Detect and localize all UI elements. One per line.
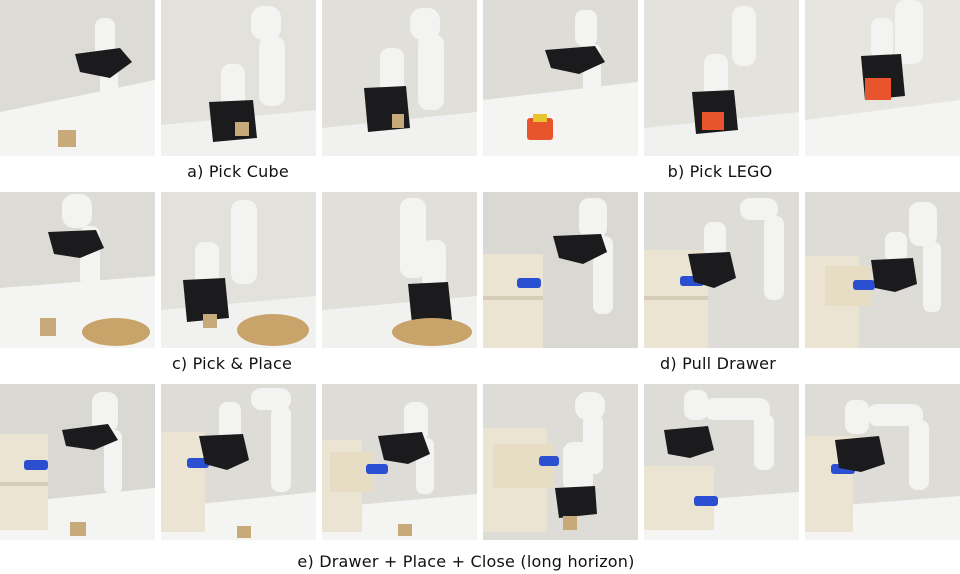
frame-e3	[322, 384, 477, 540]
frame-d3	[805, 192, 960, 348]
caption-d: d) Pull Drawer	[660, 354, 776, 373]
frame-e5	[644, 384, 799, 540]
frame-a2	[161, 0, 316, 156]
photo-c1	[0, 192, 155, 348]
photo-e5	[644, 384, 799, 540]
frame-a1	[0, 0, 155, 156]
frame-e4	[483, 384, 638, 540]
caption-e: e) Drawer + Place + Close (long horizon)	[297, 552, 635, 571]
frame-b3	[805, 0, 960, 156]
photo-d3	[805, 192, 960, 348]
photo-b3	[805, 0, 960, 156]
frame-c1	[0, 192, 155, 348]
photo-e6	[805, 384, 960, 540]
frame-b1	[483, 0, 638, 156]
caption-c: c) Pick & Place	[171, 354, 293, 373]
photo-e4	[483, 384, 638, 540]
photo-c2	[161, 192, 316, 348]
photo-a2	[161, 0, 316, 156]
photo-b2	[644, 0, 799, 156]
frame-e6	[805, 384, 960, 540]
photo-d2	[644, 192, 799, 348]
photo-e1	[0, 384, 155, 540]
photo-b1	[483, 0, 638, 156]
photo-c3	[322, 192, 477, 348]
photo-e2	[161, 384, 316, 540]
frame-b2	[644, 0, 799, 156]
photo-d1	[483, 192, 638, 348]
frame-c3	[322, 192, 477, 348]
caption-a: a) Pick Cube	[187, 162, 289, 181]
frame-a3	[322, 0, 477, 156]
caption-b: b) Pick LEGO	[667, 162, 773, 181]
frame-e2	[161, 384, 316, 540]
frame-d1	[483, 192, 638, 348]
frame-e1	[0, 384, 155, 540]
frame-c2	[161, 192, 316, 348]
photo-e3	[322, 384, 477, 540]
photo-a3	[322, 0, 477, 156]
photo-a1	[0, 0, 155, 156]
frame-d2	[644, 192, 799, 348]
